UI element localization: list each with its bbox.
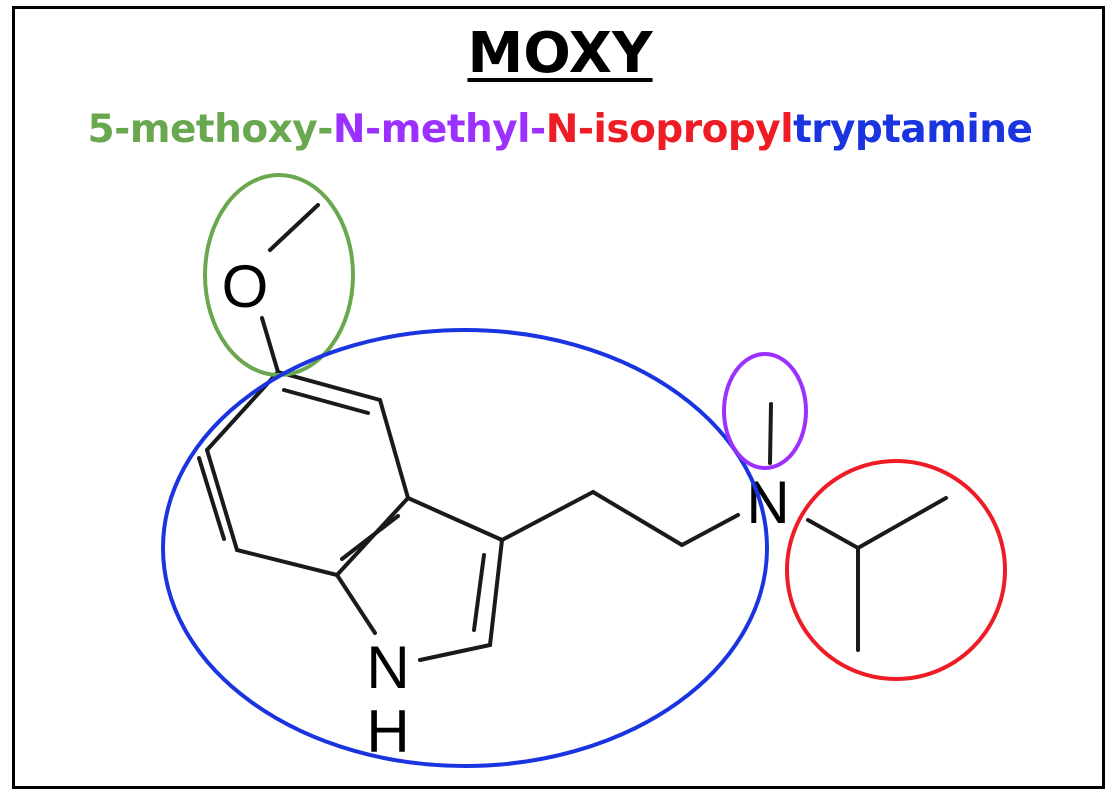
title-text: MOXY (467, 21, 653, 86)
bond-pyrrole (406, 496, 504, 542)
bond-oxygen-ring (260, 316, 280, 374)
bond-fusion-nh (335, 573, 377, 635)
bond-pyrrole-nh (418, 643, 492, 662)
tryptamine-highlight (161, 328, 769, 768)
bonds (197, 203, 948, 662)
bond-methyl-oxygen (268, 203, 320, 252)
atom-indole-nitrogen: N (366, 634, 409, 701)
bond-chain (500, 490, 595, 542)
bond-chain (591, 490, 684, 547)
group-highlights (161, 173, 1007, 768)
bond-chain-n (680, 513, 740, 547)
bond-isopropyl (856, 496, 948, 550)
compound-name: 5-methoxy-N-methyl-N-isopropyltryptamine (0, 106, 1120, 154)
bond-pyrrole-double (472, 553, 486, 632)
name-part-tryptamine: tryptamine (793, 107, 1033, 152)
bond-benzene-double (282, 388, 370, 415)
page-title: MOXY (0, 22, 1120, 86)
name-part-methoxy: 5-methoxy- (87, 107, 334, 152)
bond-benzene (378, 398, 410, 500)
bond-benzene (205, 448, 239, 552)
bond-ring-fusion-double (340, 514, 400, 561)
atom-oxygen: O (222, 253, 269, 320)
name-part-n-methyl: N-methyl- (332, 107, 546, 152)
bond-benzene-double (197, 456, 226, 541)
name-part-isopropyl: N-isopropyl (545, 107, 794, 152)
isopropyl-highlight (785, 459, 1007, 681)
bond-benzene (276, 370, 382, 402)
bond-n-isopropyl (806, 518, 860, 550)
diagram-frame (12, 6, 1105, 789)
bond-benzene (235, 548, 339, 577)
bond-pyrrole (488, 538, 504, 647)
bond-n-methyl (768, 402, 773, 465)
n-methyl-highlight (722, 352, 808, 470)
